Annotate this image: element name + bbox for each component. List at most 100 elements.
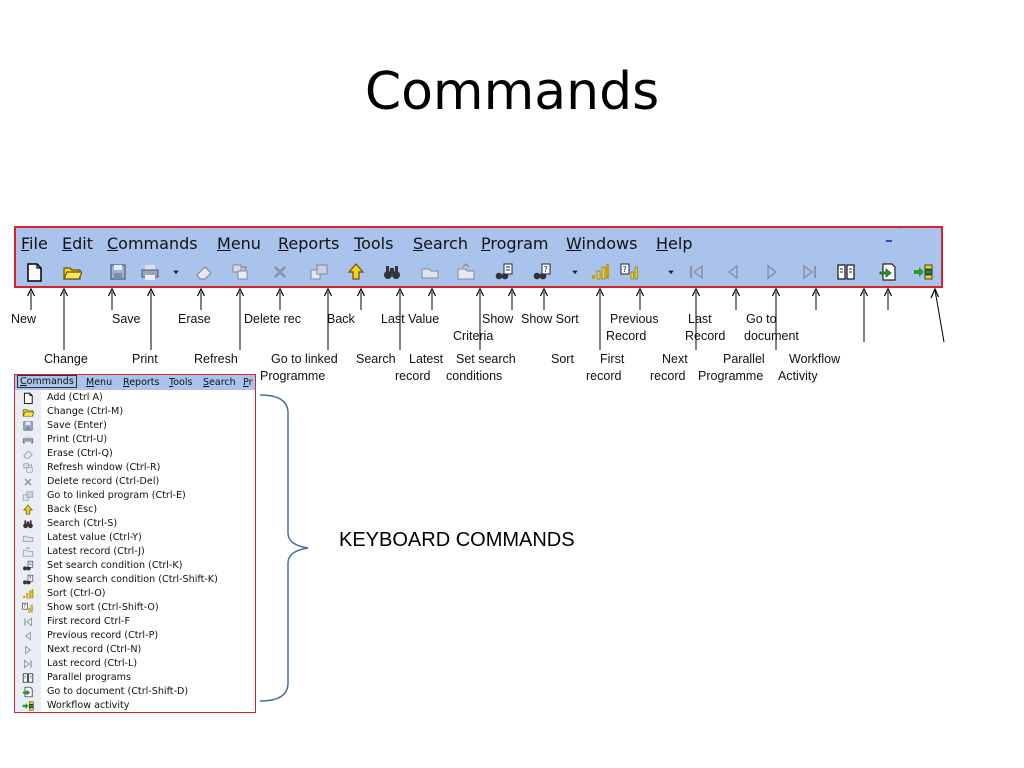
command-item-label: Save (Enter) (47, 420, 107, 431)
command-item[interactable]: Latest record (Ctrl-J) (15, 545, 255, 559)
dropdown-menu-program[interactable]: Pr (243, 377, 253, 388)
command-item[interactable]: First record Ctrl-F (15, 615, 255, 629)
command-item[interactable]: Parallel programs (15, 671, 255, 685)
toolbar-button-delete[interactable] (268, 260, 292, 284)
toolbar-button-print[interactable] (138, 260, 162, 284)
menu-search[interactable]: Search (413, 234, 468, 253)
set-search-icon (21, 560, 34, 572)
toolbar-button-latest-record[interactable] (454, 260, 478, 284)
sort-icon (21, 588, 34, 600)
command-item[interactable]: ?Show sort (Ctrl-Shift-O) (15, 601, 255, 615)
toolbar-button-latest-value[interactable] (418, 260, 442, 284)
svg-text:?: ? (28, 576, 31, 582)
toolbar-button-go-to-document[interactable] (876, 260, 900, 284)
command-item[interactable]: Add (Ctrl A) (15, 391, 255, 405)
label-change: Change (44, 352, 88, 366)
callout-arrow (731, 287, 741, 310)
dropdown-arrow-icon (668, 270, 674, 275)
dropdown-menu-tools[interactable]: Tools (169, 377, 193, 388)
menu-help[interactable]: Help (656, 234, 693, 253)
command-item[interactable]: ?Show search condition (Ctrl-Shift-K) (15, 573, 255, 587)
delete-icon (21, 476, 34, 488)
command-item[interactable]: Next record (Ctrl-N) (15, 643, 255, 657)
menu-program[interactable]: Program (481, 234, 549, 253)
commands-dropdown-window: Commands Menu Reports Tools Search Pr Ad… (14, 374, 256, 713)
command-item[interactable]: Latest value (Ctrl-Y) (15, 531, 255, 545)
menu-commands[interactable]: Commands (107, 234, 198, 253)
toolbar-button-back[interactable] (344, 260, 368, 284)
toolbar-button-dropdown-arrow[interactable] (169, 260, 183, 284)
callout-arrow (427, 287, 437, 310)
callout-arrow (146, 287, 156, 350)
label-sort: Sort (551, 352, 574, 366)
toolbar-button-search[interactable] (380, 260, 404, 284)
toolbar-button-dropdown-arrow[interactable] (664, 260, 678, 284)
parallel-programme-icon (837, 264, 855, 280)
callout-arrow-workflow (930, 287, 945, 343)
command-item-label: Change (Ctrl-M) (47, 406, 124, 417)
toolbar-button-parallel-programme[interactable] (834, 260, 858, 284)
toolbar-button-refresh[interactable] (228, 260, 252, 284)
command-item[interactable]: Save (Enter) (15, 419, 255, 433)
label-latest-record-line2: record (395, 369, 431, 383)
menu-menu[interactable]: Menu (217, 234, 261, 253)
command-item-label: Parallel programs (47, 672, 131, 683)
toolbar-button-workflow[interactable] (911, 260, 935, 284)
dropdown-menu-reports[interactable]: Reports (123, 377, 160, 388)
latest-value-icon (421, 268, 439, 279)
menu-reports[interactable]: Reports (278, 234, 340, 253)
application-window: File Edit Commands Menu Reports Tools Se… (14, 226, 943, 288)
toolbar-button-next-record[interactable] (760, 260, 784, 284)
toolbar-button-show-sort[interactable]: ? (618, 260, 642, 284)
label-go-to-linked-line2: Programme (260, 369, 326, 383)
command-item[interactable]: Search (Ctrl-S) (15, 517, 255, 531)
menu-edit[interactable]: Edit (62, 234, 93, 253)
toolbar-button-new[interactable] (22, 260, 46, 284)
toolbar-button-first-record[interactable] (684, 260, 708, 284)
command-item[interactable]: Set search condition (Ctrl-K) (15, 559, 255, 573)
command-item[interactable]: Go to document (Ctrl-Shift-D) (15, 685, 255, 699)
command-item[interactable]: Back (Esc) (15, 503, 255, 517)
toolbar-button-erase[interactable] (192, 260, 216, 284)
command-item[interactable]: Print (Ctrl-U) (15, 433, 255, 447)
command-item[interactable]: Erase (Ctrl-Q) (15, 447, 255, 461)
command-item[interactable]: Workflow activity (15, 699, 255, 712)
toolbar-button-sort[interactable] (588, 260, 612, 284)
page-title: Commands (364, 62, 660, 122)
command-item[interactable]: Refresh window (Ctrl-R) (15, 461, 255, 475)
toolbar-button-set-search[interactable] (492, 260, 516, 284)
menu-tools[interactable]: Tools (354, 234, 394, 253)
label-last-value: Last Value (381, 312, 440, 326)
label-previous-record-line1: Previous (610, 312, 659, 326)
menu-windows[interactable]: Windows (566, 234, 638, 253)
callout-arrow (275, 287, 285, 310)
toolbar-button-show-criteria[interactable]: ? (530, 260, 554, 284)
command-item-label: Print (Ctrl-U) (47, 434, 108, 445)
dropdown-menu-menu[interactable]: Menu (86, 377, 113, 388)
command-item-label: Next record (Ctrl-N) (47, 644, 142, 655)
dropdown-arrow-icon (572, 270, 578, 275)
command-item[interactable]: Last record (Ctrl-L) (15, 657, 255, 671)
toolbar-button-previous-record[interactable] (721, 260, 745, 284)
save-icon (110, 264, 126, 280)
command-item-label: Set search condition (Ctrl-K) (47, 560, 183, 571)
dropdown-menu-commands[interactable]: Commands (17, 375, 77, 388)
command-item[interactable]: Previous record (Ctrl-P) (15, 629, 255, 643)
toolbar-button-linked-program[interactable] (307, 260, 331, 284)
svg-text:?: ? (23, 604, 26, 610)
window-control-dash (886, 240, 892, 242)
toolbar-button-save[interactable] (106, 260, 130, 284)
label-new: New (11, 312, 37, 326)
menu-file[interactable]: File (21, 234, 48, 253)
command-item[interactable]: Sort (Ctrl-O) (15, 587, 255, 601)
label-parallel-line2: Programme (698, 369, 764, 383)
toolbar-button-last-record[interactable] (798, 260, 822, 284)
toolbar-button-dropdown-arrow[interactable] (568, 260, 582, 284)
show-sort-icon: ? (620, 263, 638, 280)
command-item[interactable]: Change (Ctrl-M) (15, 405, 255, 419)
command-item[interactable]: Delete record (Ctrl-Del) (15, 475, 255, 489)
dropdown-menu-search[interactable]: Search (203, 377, 236, 388)
label-go-to-document-line2: document (744, 329, 799, 343)
toolbar-button-change[interactable] (60, 260, 84, 284)
command-item[interactable]: Go to linked program (Ctrl-E) (15, 489, 255, 503)
